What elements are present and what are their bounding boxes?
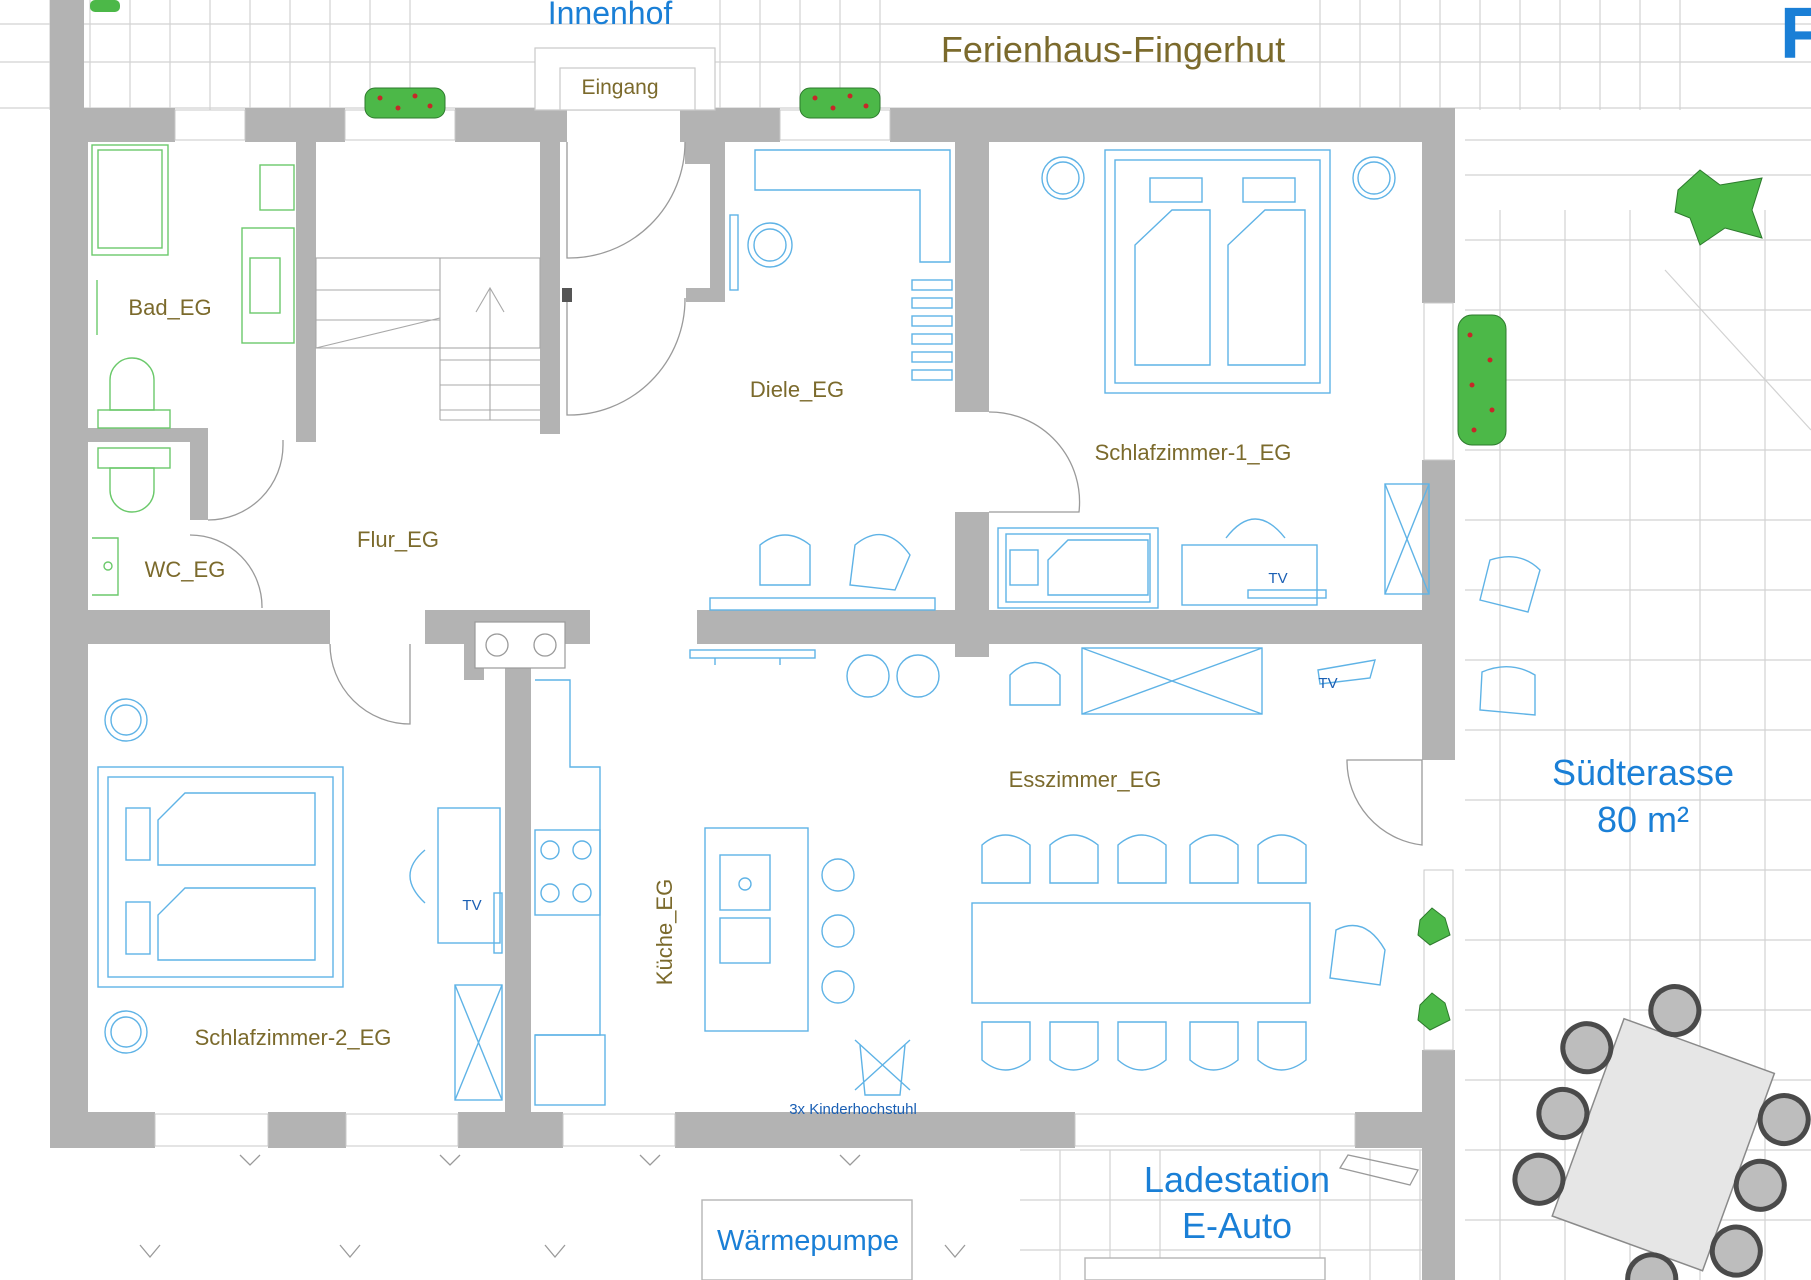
bedroom2-furniture (97, 698, 503, 1101)
tv-label-bedroom1: TV (1268, 570, 1287, 587)
entrance-frame (534, 47, 716, 111)
room-label-esszimmer: Esszimmer_EG (1009, 767, 1162, 792)
plants (90, 0, 1763, 1031)
dining-furniture (971, 647, 1386, 1071)
courtyard-label: Innenhof (548, 0, 673, 31)
bedroom1-furniture (997, 149, 1430, 609)
paving-north (0, 0, 1811, 110)
bathroom-fixtures (91, 144, 295, 596)
tv-label-dining: TV (1318, 675, 1337, 692)
terrace-label-line2: 80 m² (1597, 799, 1689, 840)
entrance-label: Eingang (581, 76, 658, 99)
charger-label-line2: E-Auto (1182, 1205, 1292, 1246)
paving-south (139, 1149, 1440, 1280)
kitchen-furniture (534, 679, 911, 1106)
edge-letter: F (1780, 0, 1811, 74)
terrace-label-line1: Südterasse (1552, 752, 1734, 793)
room-label-wc: WC_EG (145, 557, 226, 582)
tv-label-bedroom2: TV (462, 897, 481, 914)
room-label-schlafzimmer-2: Schlafzimmer-2_EG (195, 1025, 392, 1050)
walls (50, 0, 1455, 1280)
shaft-ducts (474, 621, 566, 669)
staircase (315, 257, 572, 421)
charger-label-line1: Ladestation (1144, 1159, 1330, 1200)
highchair-note: 3x Kinderhochstuhl (789, 1101, 917, 1118)
room-label-flur: Flur_EG (357, 527, 439, 552)
heatpump-label: Wärmepumpe (717, 1225, 899, 1257)
doors (189, 141, 1423, 846)
room-label-bad: Bad_EG (128, 295, 211, 320)
room-label-schlafzimmer-1: Schlafzimmer-1_EG (1095, 440, 1292, 465)
room-label-kueche: Küche_EG (652, 879, 677, 985)
diele-furniture (689, 149, 953, 698)
outdoor-boxes (701, 1154, 1419, 1280)
room-label-diele: Diele_EG (750, 377, 844, 402)
terrace-furniture (1479, 556, 1811, 1280)
house-title: Ferienhaus-Fingerhut (941, 29, 1285, 70)
